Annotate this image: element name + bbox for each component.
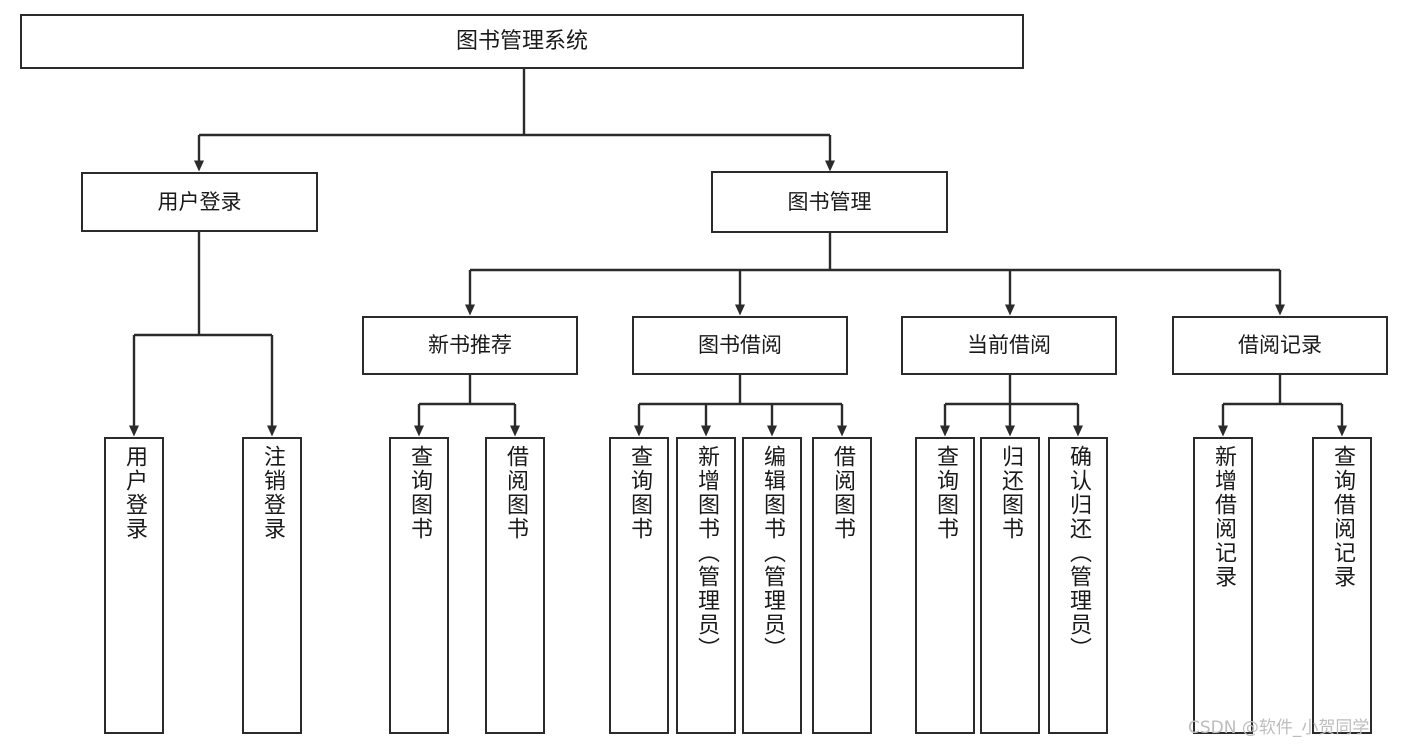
- leaf-recommend-borrow-book[interactable]: 借阅图书: [485, 437, 545, 734]
- node-label: 查询图书: [407, 445, 432, 541]
- node-label: 新书推荐: [428, 333, 512, 358]
- leaf-record-query-record[interactable]: 查询借阅记录: [1312, 437, 1372, 734]
- node-label: 查询图书: [627, 445, 652, 541]
- node-user-login[interactable]: 用户登录: [81, 172, 318, 232]
- node-label: 图书管理系统: [455, 28, 588, 54]
- leaf-user-login-signin[interactable]: 用户登录: [104, 437, 164, 734]
- node-label: 归还图书: [998, 445, 1023, 541]
- leaf-borrow-query-book[interactable]: 查询图书: [609, 437, 669, 734]
- leaf-current-return-book[interactable]: 归还图书: [980, 437, 1040, 734]
- leaf-borrow-borrow-book[interactable]: 借阅图书: [812, 437, 872, 734]
- watermark-text: CSDN @软件_小贺同学: [1188, 718, 1370, 738]
- node-label: 新增借阅记录: [1211, 445, 1236, 589]
- node-label: 确认归还（管理员）: [1066, 445, 1091, 661]
- node-label: 图书管理: [787, 189, 872, 214]
- node-label: 图书借阅: [698, 333, 782, 358]
- node-new-book-recommend[interactable]: 新书推荐: [362, 316, 578, 375]
- node-label: 新增图书（管理员）: [694, 445, 719, 661]
- node-label: 注销登录: [260, 445, 285, 541]
- node-label: 借阅图书: [830, 445, 855, 541]
- node-current-borrow[interactable]: 当前借阅: [901, 316, 1117, 375]
- node-root-system[interactable]: 图书管理系统: [20, 14, 1024, 69]
- node-label: 借阅记录: [1238, 333, 1322, 358]
- leaf-record-add-record[interactable]: 新增借阅记录: [1193, 437, 1253, 734]
- leaf-current-query-book[interactable]: 查询图书: [915, 437, 975, 734]
- node-book-borrow[interactable]: 图书借阅: [632, 316, 848, 375]
- leaf-borrow-edit-book-admin[interactable]: 编辑图书（管理员）: [742, 437, 802, 734]
- leaf-current-confirm-return-admin[interactable]: 确认归还（管理员）: [1048, 437, 1108, 734]
- node-borrow-record[interactable]: 借阅记录: [1172, 316, 1388, 375]
- leaf-user-login-signout[interactable]: 注销登录: [242, 437, 302, 734]
- node-label: 借阅图书: [503, 445, 528, 541]
- node-label: 查询图书: [933, 445, 958, 541]
- node-label: 查询借阅记录: [1330, 445, 1355, 589]
- node-label: 用户登录: [122, 445, 147, 541]
- node-label: 当前借阅: [967, 333, 1051, 358]
- node-book-management[interactable]: 图书管理: [711, 171, 948, 233]
- leaf-borrow-add-book-admin[interactable]: 新增图书（管理员）: [676, 437, 736, 734]
- leaf-recommend-query-book[interactable]: 查询图书: [389, 437, 449, 734]
- node-label: 用户登录: [157, 189, 242, 214]
- node-label: 编辑图书（管理员）: [760, 445, 785, 661]
